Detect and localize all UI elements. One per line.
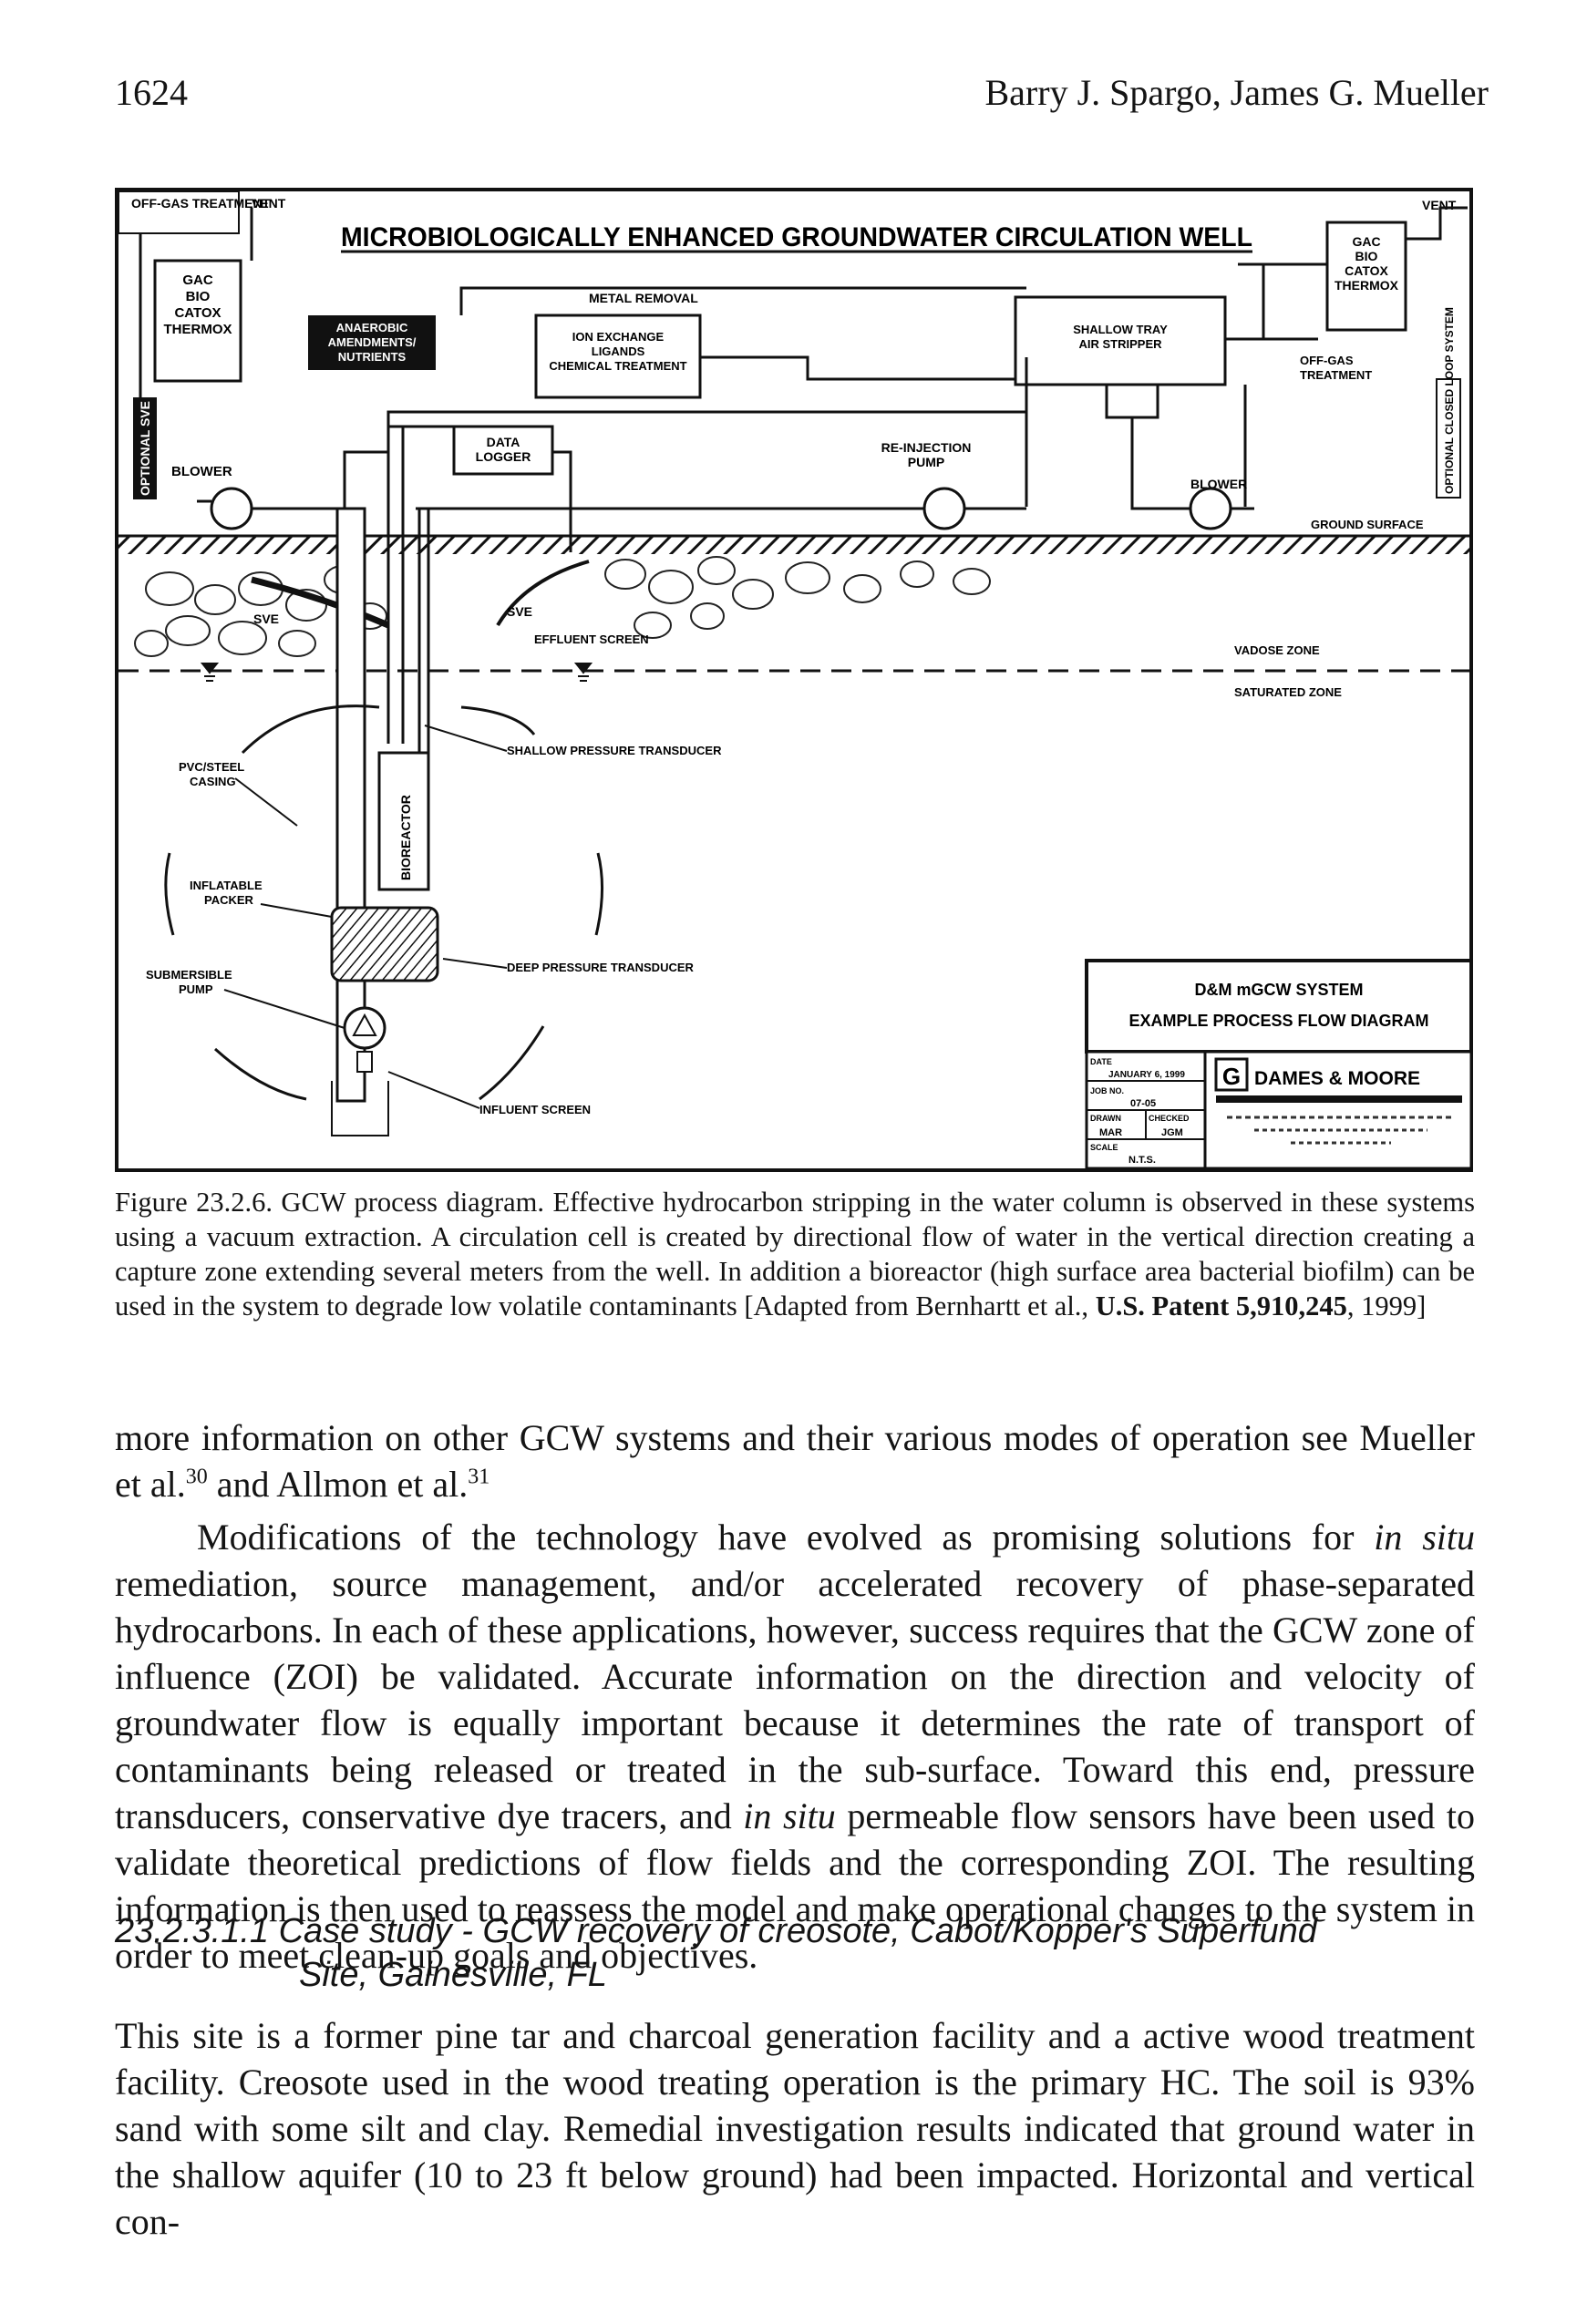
svg-text:OFF-GAS TREATMENT: OFF-GAS TREATMENT — [131, 196, 271, 211]
figure-caption: Figure 23.2.6. GCW process diagram. Effe… — [115, 1187, 1475, 1321]
saturated-zone-label: SATURATED ZONE — [1234, 685, 1342, 699]
paragraph-3: This site is a former pine tar and charc… — [115, 2015, 1475, 2242]
deep-pressure-label: DEEP PRESSURE TRANSDUCER — [507, 961, 695, 974]
well-casing — [335, 507, 366, 1103]
metal-removal-label: METAL REMOVAL — [589, 291, 698, 305]
figure-title: MICROBIOLOGICALLY ENHANCED GROUNDWATER C… — [341, 222, 1252, 252]
svg-text:JANUARY 6, 1999: JANUARY 6, 1999 — [1108, 1070, 1185, 1080]
title-block-system: D&M mGCW SYSTEM — [1194, 981, 1363, 999]
ion-exchange-box — [534, 314, 702, 399]
vent-left-label: VENT — [252, 196, 286, 211]
blower-right-label: BLOWER — [1190, 477, 1247, 491]
bioreactor-label: BIOREACTOR — [398, 795, 413, 880]
svg-text:JOB NO.: JOB NO. — [1090, 1086, 1124, 1095]
influent-screen-label: INFLUENT SCREEN — [479, 1103, 591, 1116]
gcw-process-diagram: MICROBIOLOGICALLY ENHANCED GROUNDWATER C… — [115, 188, 1473, 1172]
running-header-authors: Barry J. Spargo, James G. Mueller — [984, 72, 1489, 113]
vadose-zone-label: VADOSE ZONE — [1234, 643, 1320, 657]
company-name: DAMES & MOORE — [1254, 1068, 1420, 1089]
section-heading: 23.2.3.1.1 Case study - GCW recovery of … — [115, 1912, 1317, 1994]
title-block-diagram: EXAMPLE PROCESS FLOW DIAGRAM — [1128, 1012, 1428, 1030]
page-number: 1624 — [115, 72, 188, 113]
svg-text:DATE: DATE — [1090, 1057, 1112, 1066]
svg-text:DRAWN: DRAWN — [1090, 1114, 1121, 1123]
dm-logo — [1214, 1057, 1249, 1092]
svg-text:07-05: 07-05 — [1130, 1098, 1156, 1109]
blower-right — [1189, 487, 1232, 530]
sve-left-label: SVE — [253, 612, 279, 626]
anaerobic-box — [308, 315, 436, 370]
ground-surface-label: GROUND SURFACE — [1311, 518, 1424, 531]
shallow-tray-box — [1014, 295, 1227, 386]
bioreactor — [377, 751, 430, 891]
optional-closed-loop-label: OPTIONAL CLOSED LOOP SYSTEM — [1443, 307, 1456, 494]
svg-text:CHECKED: CHECKED — [1149, 1114, 1190, 1123]
svg-text:JGM: JGM — [1161, 1127, 1183, 1138]
ground-surface-band — [119, 536, 1469, 554]
gac-unit-right — [1325, 221, 1407, 332]
svg-text:MAR: MAR — [1099, 1127, 1122, 1138]
paragraph-1: more information on other GCW systems an… — [115, 1417, 1475, 1505]
svg-text:G: G — [1222, 1063, 1241, 1090]
gac-unit-left — [153, 259, 242, 383]
svg-text:SCALE: SCALE — [1090, 1143, 1118, 1152]
title-block: D&M mGCW SYSTEM EXAMPLE PROCESS FLOW DIA… — [1085, 959, 1473, 1170]
paragraph-2: Modifications of the technology have evo… — [115, 1517, 1476, 1976]
svg-text:N.T.S.: N.T.S. — [1128, 1155, 1156, 1166]
sve-mid-label: SVE — [507, 604, 532, 619]
blower-left — [210, 487, 253, 530]
reinjection-pump — [922, 487, 966, 530]
data-logger-box — [452, 425, 554, 476]
shallow-pressure-label: SHALLOW PRESSURE TRANSDUCER — [507, 744, 722, 757]
blower-left-label: BLOWER — [171, 464, 232, 479]
inflatable-packer — [330, 906, 439, 982]
effluent-screen-label: EFFLUENT SCREEN — [534, 632, 649, 646]
